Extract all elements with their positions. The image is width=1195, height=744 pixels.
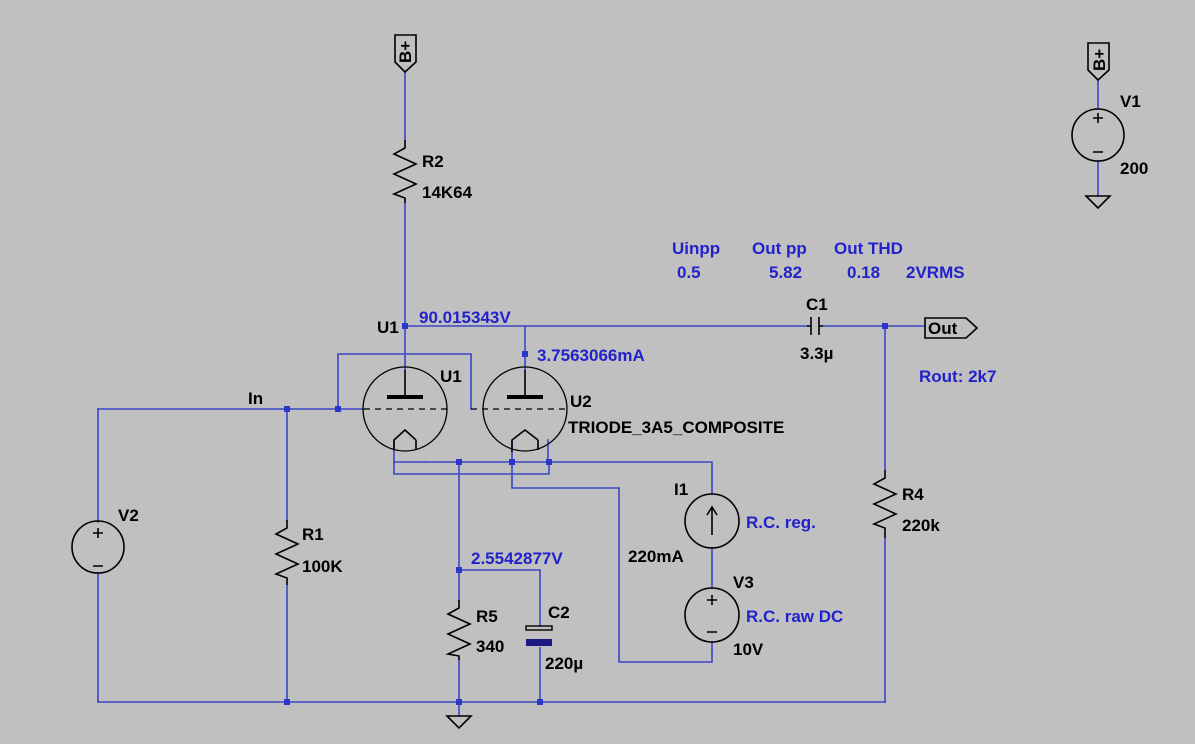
- junction-dots: [284, 323, 888, 705]
- r1-name: R1: [302, 525, 324, 544]
- r4-value: 220k: [902, 516, 940, 535]
- c1-name: C1: [806, 295, 828, 314]
- outthd-value: 0.18: [847, 263, 880, 282]
- net-label-u1: U1: [377, 318, 399, 337]
- bplus-flag-right[interactable]: B+: [1087, 42, 1110, 82]
- r2-value: 14K64: [422, 183, 473, 202]
- triode-u1[interactable]: U1: [362, 366, 462, 452]
- r5-name: R5: [476, 607, 498, 626]
- c2-name: C2: [548, 603, 570, 622]
- resistor-r2[interactable]: R2 14K64: [391, 140, 473, 203]
- voltage-source-v2[interactable]: V2: [71, 506, 139, 574]
- current-source-i1[interactable]: I1 220mA: [628, 480, 740, 566]
- plate-current-readout: 3.7563066mA: [537, 346, 645, 365]
- bplus-right-label: B+: [1090, 49, 1109, 71]
- resistor-r4[interactable]: R4 220k: [871, 470, 940, 538]
- outpp-value: 5.82: [769, 263, 802, 282]
- vrms-label: 2VRMS: [906, 263, 965, 282]
- outpp-label: Out pp: [752, 239, 807, 258]
- voltage-source-v1[interactable]: V1 200: [1071, 92, 1148, 178]
- v2-name: V2: [118, 506, 139, 525]
- v3-value: 10V: [733, 640, 764, 659]
- u1-name: U1: [440, 367, 462, 386]
- c1-value: 3.3µ: [800, 344, 833, 363]
- voltage-source-v3[interactable]: V3 10V: [684, 573, 764, 659]
- ground-symbol-main: [445, 715, 473, 730]
- uinpp-label: Uinpp: [672, 239, 720, 258]
- cathode-voltage-readout: 2.5542877V: [471, 549, 563, 568]
- ground-symbol-v1: [1084, 195, 1112, 210]
- rc-reg-label: R.C. reg.: [746, 513, 816, 532]
- out-flag[interactable]: Out: [924, 317, 979, 339]
- u2-name: U2: [570, 392, 592, 411]
- v1-name: V1: [1120, 92, 1141, 111]
- outthd-label: Out THD: [834, 239, 903, 258]
- plate-voltage-readout: 90.015343V: [419, 308, 511, 327]
- r2-name: R2: [422, 152, 444, 171]
- bplus-flag-top[interactable]: B+: [394, 34, 417, 74]
- net-label-in: In: [248, 389, 263, 408]
- c2-value: 220µ: [545, 654, 583, 673]
- rout-label: Rout: 2k7: [919, 367, 996, 386]
- triode-u2[interactable]: U2 TRIODE_3A5_COMPOSITE: [471, 366, 784, 452]
- rc-raw-label: R.C. raw DC: [746, 607, 843, 626]
- wires: [97, 71, 1099, 717]
- r5-value: 340: [476, 637, 504, 656]
- capacitor-c1[interactable]: C1 3.3µ: [800, 295, 833, 363]
- resistor-r5[interactable]: R5 340: [445, 600, 504, 660]
- out-label: Out: [928, 319, 958, 338]
- r1-value: 100K: [302, 557, 343, 576]
- i1-name: I1: [674, 480, 688, 499]
- v1-value: 200: [1120, 159, 1148, 178]
- r4-name: R4: [902, 485, 924, 504]
- bplus-top-label: B+: [396, 41, 415, 63]
- v3-name: V3: [733, 573, 754, 592]
- i1-value: 220mA: [628, 547, 684, 566]
- uinpp-value: 0.5: [677, 263, 701, 282]
- resistor-r1[interactable]: R1 100K: [273, 520, 343, 585]
- u2-model: TRIODE_3A5_COMPOSITE: [568, 418, 784, 437]
- capacitor-c2[interactable]: C2 220µ: [525, 603, 583, 673]
